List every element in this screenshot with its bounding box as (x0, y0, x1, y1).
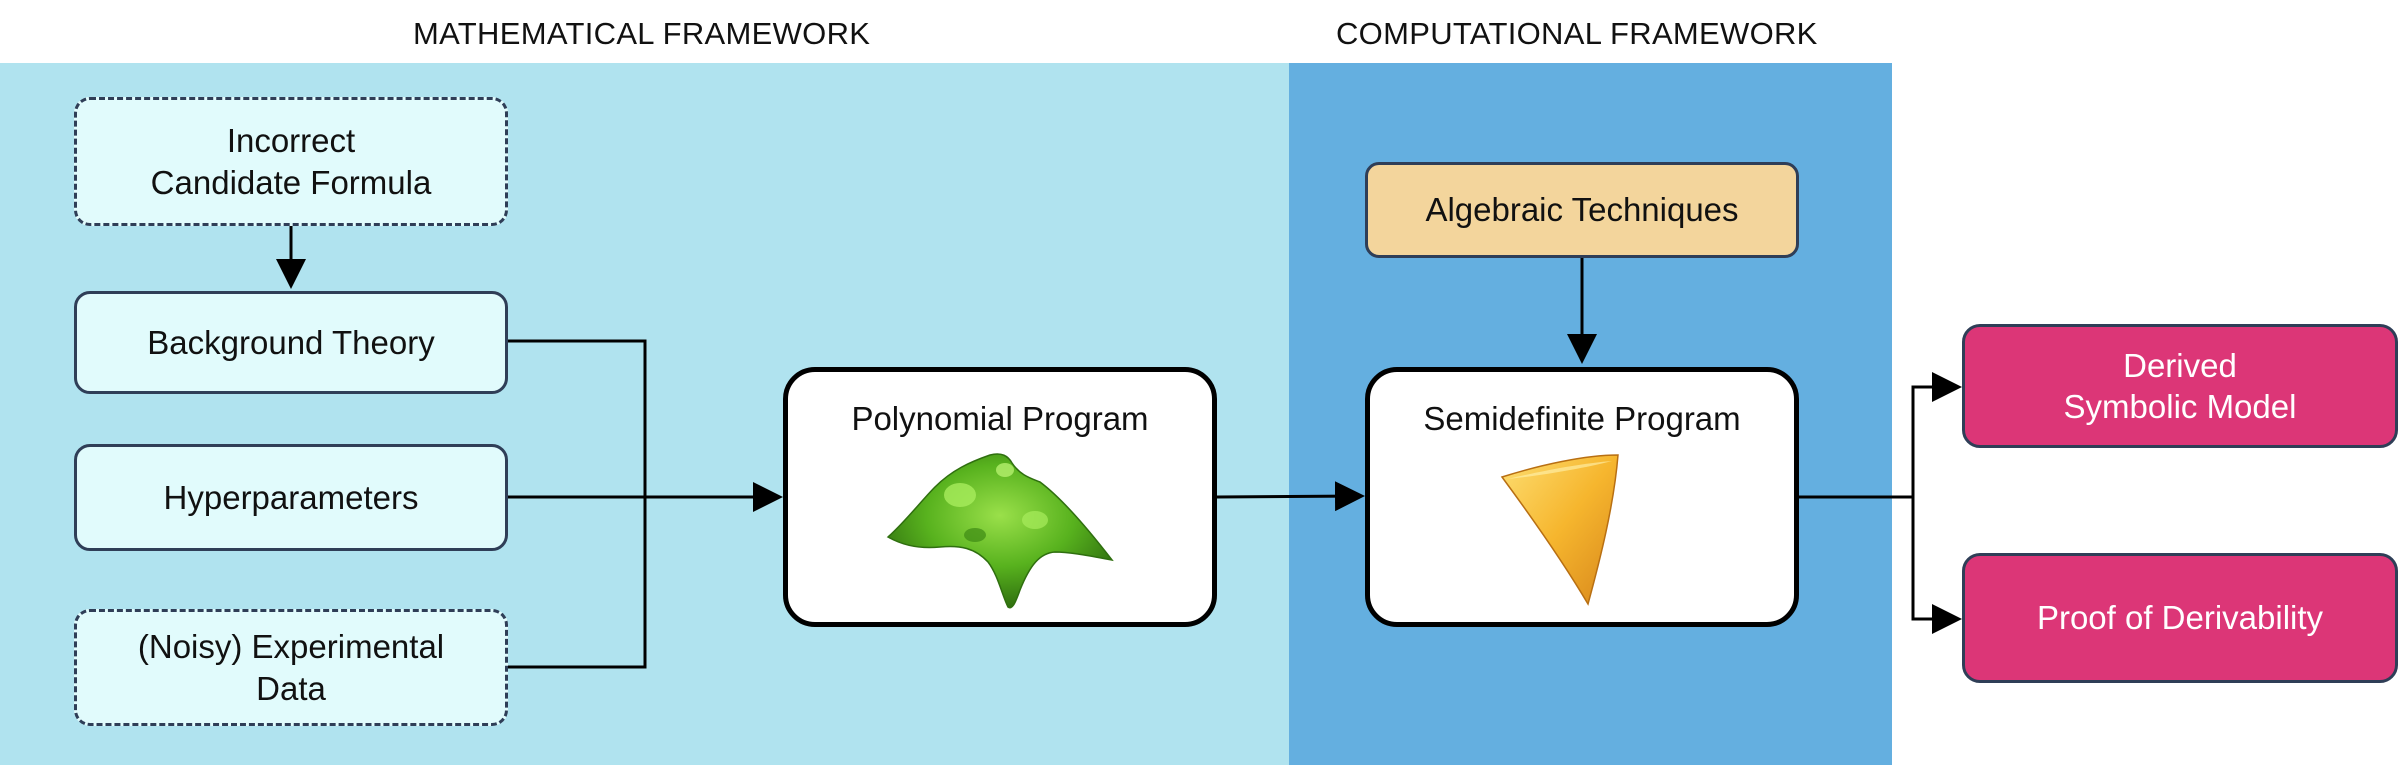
proof-of-derivability-label: Proof of Derivability (2036, 599, 2324, 637)
proof-of-derivability-box: Proof of Derivability (1962, 553, 2398, 683)
incorrect-candidate-formula-label: Incorrect Candidate Formula (150, 122, 432, 201)
algebraic-techniques-box: Algebraic Techniques (1365, 162, 1799, 258)
experimental-data-box: (Noisy) Experimental Data (74, 609, 508, 726)
hyperparameters-box: Hyperparameters (74, 444, 508, 551)
semidefinite-program-label: Semidefinite Program (1423, 400, 1741, 437)
computational-framework-title: COMPUTATIONAL FRAMEWORK (1336, 16, 1818, 51)
algebraic-techniques-label: Algebraic Techniques (1425, 191, 1739, 229)
experimental-data-label: (Noisy) Experimental Data (137, 628, 445, 707)
derived-symbolic-model-box: Derived Symbolic Model (1962, 324, 2398, 448)
hyperparameters-label: Hyperparameters (163, 478, 419, 516)
mathematical-framework-title: MATHEMATICAL FRAMEWORK (413, 16, 871, 51)
background-theory-box: Background Theory (74, 291, 508, 394)
polynomial-program-label: Polynomial Program (851, 400, 1149, 437)
incorrect-candidate-formula-box: Incorrect Candidate Formula (74, 97, 508, 226)
background-theory-label: Background Theory (147, 323, 435, 361)
derived-symbolic-model-label: Derived Symbolic Model (2063, 346, 2297, 425)
